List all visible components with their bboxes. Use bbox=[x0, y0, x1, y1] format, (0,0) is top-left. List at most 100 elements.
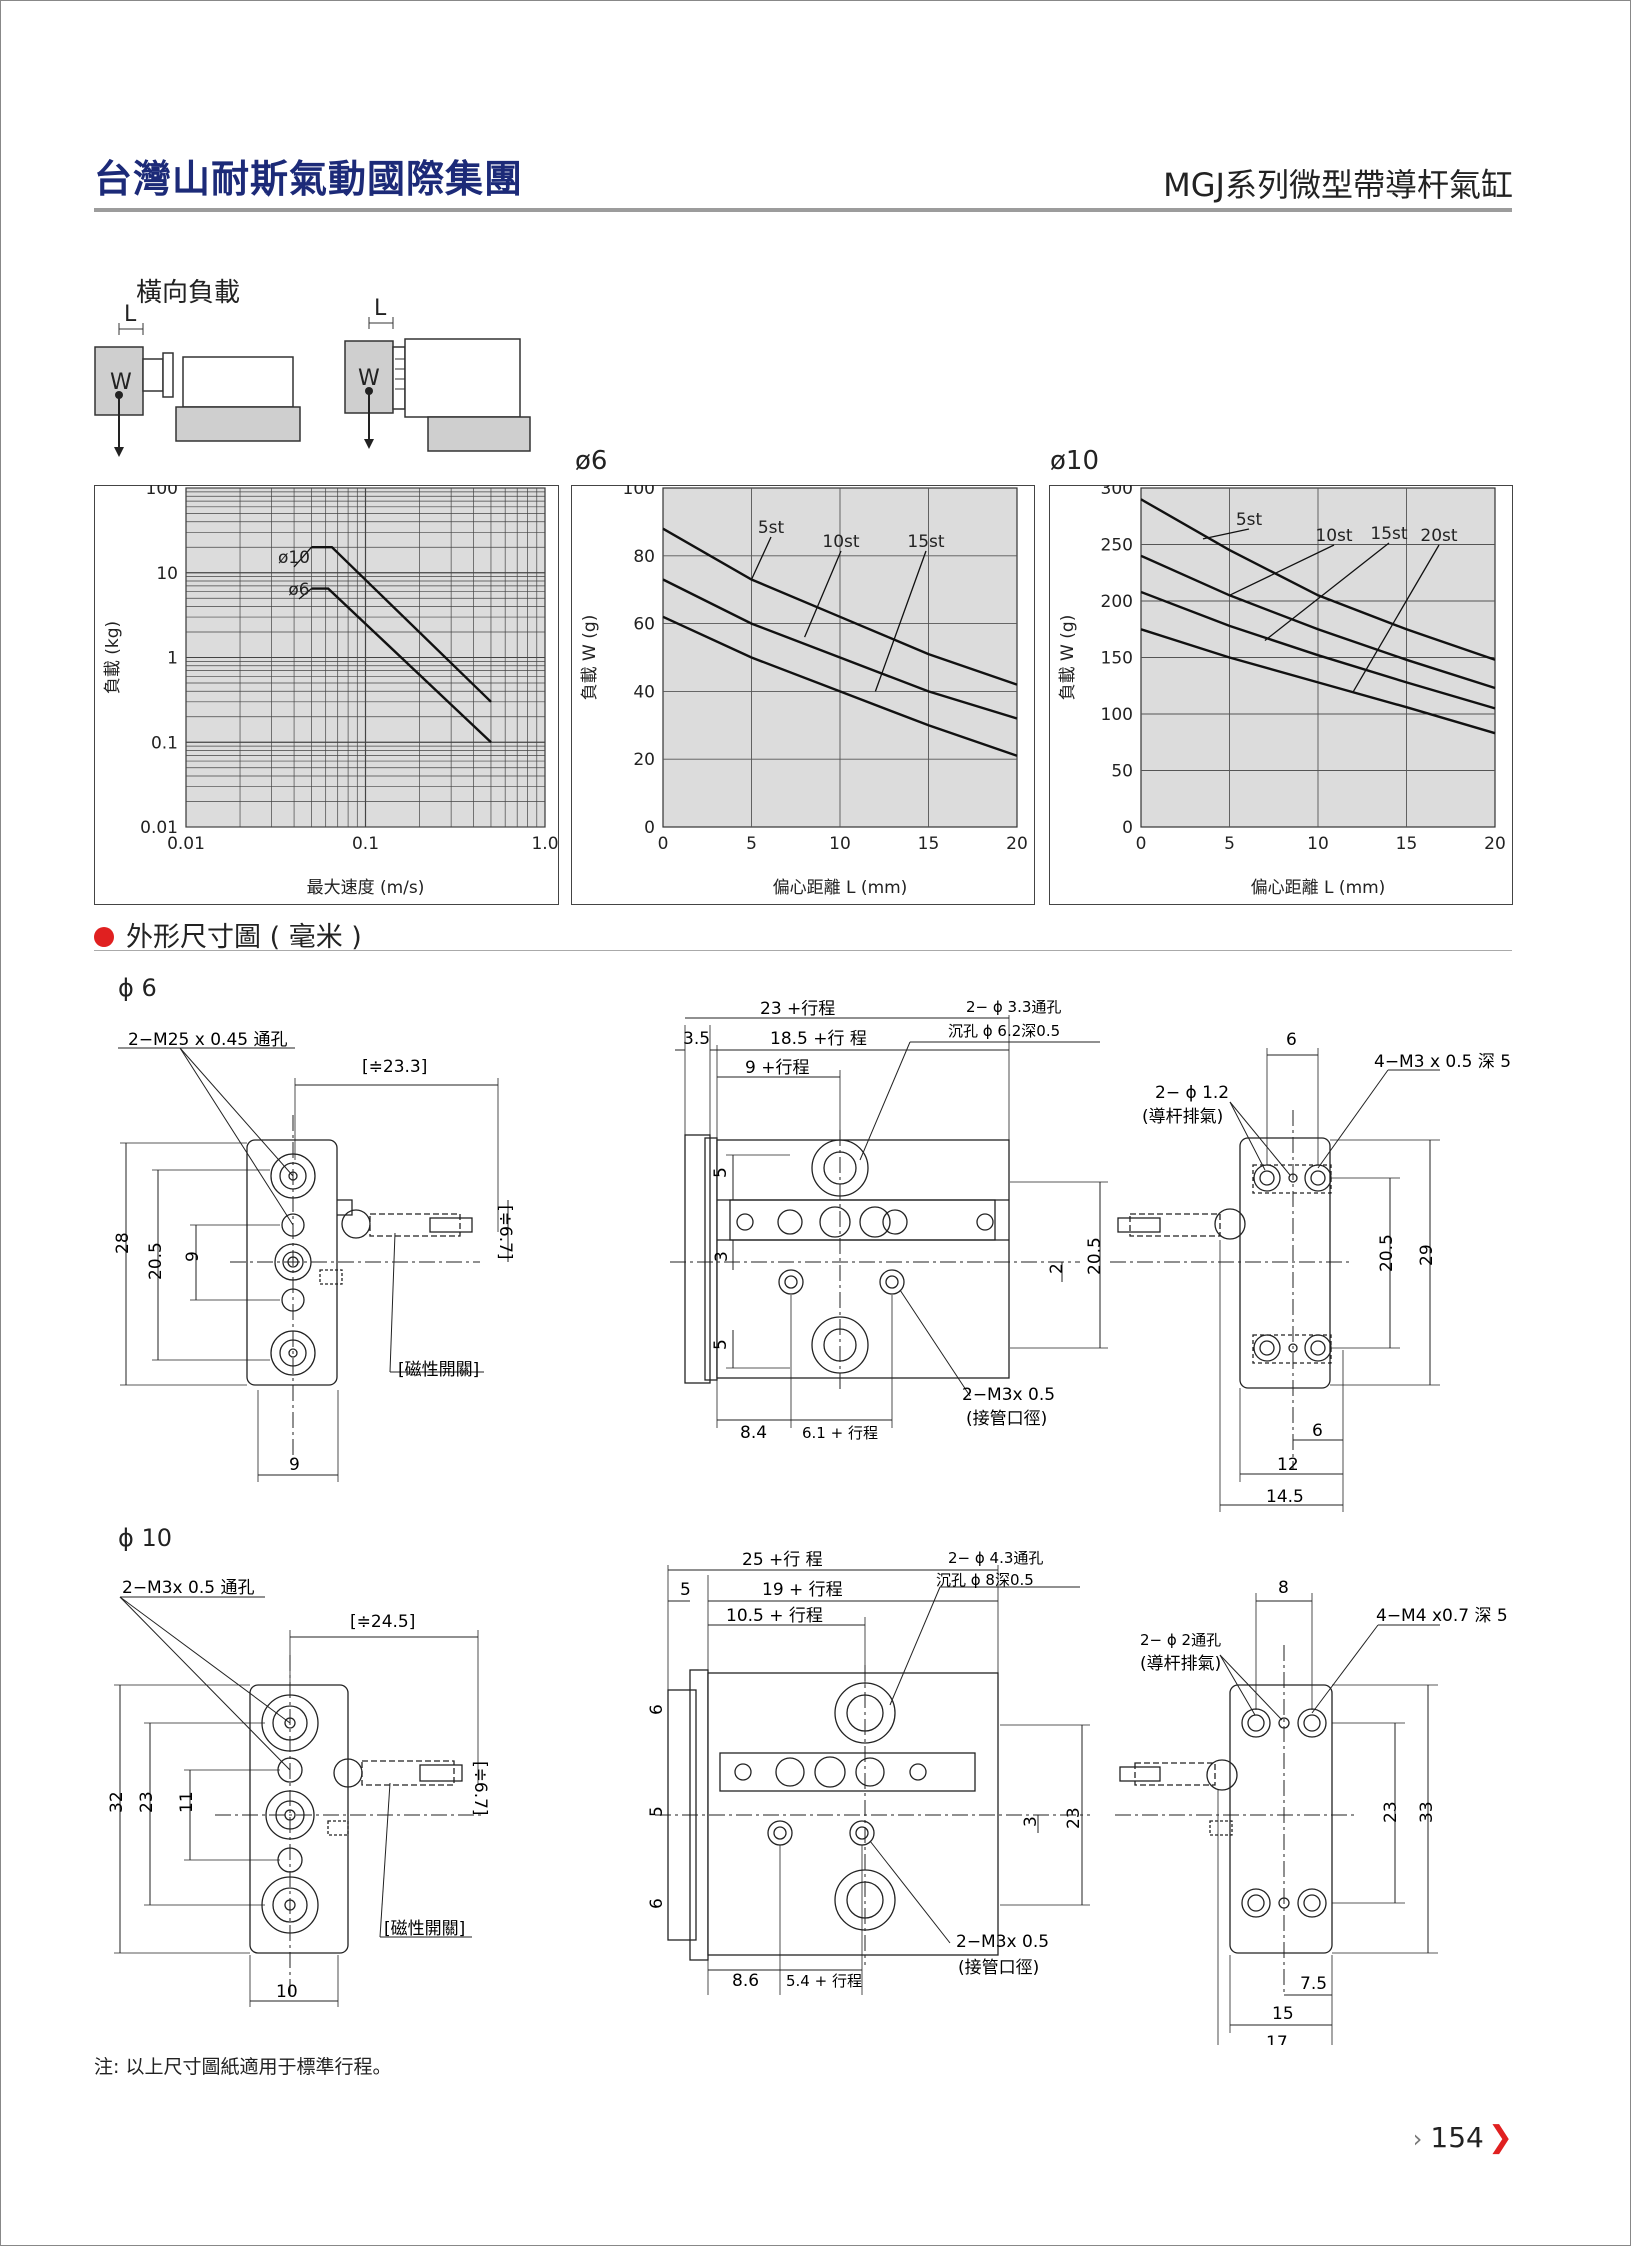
series-leader bbox=[750, 536, 772, 580]
phi10-left-hole-note: 2−M3x 0.5 通孔 bbox=[122, 1578, 254, 1598]
page-number: ›154❯ bbox=[1413, 2120, 1513, 2155]
phi10-heading: ϕ 10 bbox=[118, 1524, 172, 1552]
x-tick-label: 0.1 bbox=[352, 834, 379, 854]
phi10-right-dim-75: 7.5 bbox=[1300, 1974, 1327, 1994]
series-line-15st bbox=[1140, 590, 1496, 710]
series-leader bbox=[1352, 544, 1440, 692]
chart-label-phi10: ø10 bbox=[1050, 446, 1099, 476]
phi10-right-dim-33: 33 bbox=[1417, 1801, 1437, 1823]
series-label-15st: 15st bbox=[1370, 524, 1407, 544]
phi10-right-view bbox=[1115, 1593, 1440, 2045]
phi6-mid-dim-61: 6.1 + 行程 bbox=[802, 1424, 878, 1442]
series-leader bbox=[293, 546, 312, 568]
phi6-left-dim-67: [≑6.7] bbox=[495, 1205, 515, 1260]
phi10-right-dim-8: 8 bbox=[1278, 1578, 1289, 1598]
phi6-mid-dim-205: 20.5 bbox=[1085, 1237, 1105, 1275]
red-arrow-icon: ❯ bbox=[1487, 2120, 1513, 2155]
x-axis-label: 偏心距離 L (mm) bbox=[773, 878, 908, 898]
phi10-mid-dim-86: 8.6 bbox=[732, 1971, 759, 1991]
phi10-mid-hole-note1: 2− ϕ 4.3通孔 bbox=[948, 1549, 1043, 1567]
series-label-15st: 15st bbox=[907, 532, 944, 552]
company-title: 台灣山耐斯氣動國際集團 bbox=[94, 157, 524, 201]
phi6-right-dim-12: 12 bbox=[1277, 1455, 1299, 1475]
x-tick-label: 20 bbox=[1006, 834, 1028, 854]
x-tick-label: 0 bbox=[1136, 834, 1147, 854]
phi6-mid-dim-9: 9 +行程 bbox=[745, 1058, 809, 1078]
chart-label-phi6: ø6 bbox=[575, 446, 608, 476]
phi10-left-dim-11: 11 bbox=[177, 1791, 197, 1813]
series-label-ø6: ø6 bbox=[288, 580, 309, 600]
phi6-mid-port-note2: (接管口徑) bbox=[966, 1409, 1047, 1429]
phi10-left-view bbox=[114, 1596, 485, 2007]
chevron-right-icon: › bbox=[1412, 2125, 1423, 2153]
phi10-mid-port-note1: 2−M3x 0.5 bbox=[956, 1932, 1049, 1952]
x-tick-label: 1.0 bbox=[531, 834, 558, 854]
x-tick-label: 0 bbox=[658, 834, 669, 854]
phi6-left-view bbox=[118, 1047, 509, 1482]
y-axis-label: 負載 (kg) bbox=[103, 621, 123, 694]
series-label-ø10: ø10 bbox=[278, 548, 310, 568]
phi10-left-dim-10: 10 bbox=[276, 1982, 298, 2002]
x-tick-label: 0.01 bbox=[167, 834, 205, 854]
phi10-mid-dim-5m: 5 bbox=[647, 1806, 667, 1817]
phi6-mid-dim-top: 23 +行程 bbox=[760, 1000, 835, 1019]
phi6-mid-dim-5a: 5 bbox=[711, 1167, 731, 1178]
phi6-right-dim-6: 6 bbox=[1312, 1421, 1323, 1441]
x-tick-label: 15 bbox=[1396, 834, 1418, 854]
y-tick-label: 0.1 bbox=[151, 733, 178, 753]
phi6-right-dim-6top: 6 bbox=[1286, 1030, 1297, 1050]
series-label-10st: 10st bbox=[1315, 526, 1352, 546]
lateral-load-figure-2 bbox=[344, 317, 531, 452]
phi10-mid-dim-6b: 6 bbox=[647, 1898, 667, 1909]
y-tick-label: 100 bbox=[623, 485, 655, 499]
x-tick-label: 20 bbox=[1484, 834, 1506, 854]
phi6-right-vent-note2: (導杆排氣) bbox=[1142, 1107, 1223, 1127]
phi10-middle-view bbox=[655, 1565, 1090, 1995]
phi6-mid-dim-84: 8.4 bbox=[740, 1423, 767, 1443]
phi6-mid-hole-note2: 沉孔 ϕ 6.2深0.5 bbox=[948, 1022, 1060, 1040]
phi6-mid-hole-note1: 2− ϕ 3.3通孔 bbox=[966, 1000, 1061, 1016]
y-tick-label: 80 bbox=[633, 547, 655, 567]
phi10-mid-dim-5: 5 bbox=[680, 1580, 691, 1600]
y-tick-label: 0 bbox=[1122, 818, 1133, 838]
y-tick-label: 150 bbox=[1101, 649, 1133, 669]
x-tick-label: 15 bbox=[918, 834, 940, 854]
phi6-heading: ϕ 6 bbox=[118, 974, 157, 1002]
y-tick-label: 40 bbox=[633, 682, 655, 702]
x-axis-label: 偏心距離 L (mm) bbox=[1251, 878, 1386, 898]
series-title: MGJ系列微型帶導杆氣缸 bbox=[1163, 166, 1513, 204]
y-tick-label: 300 bbox=[1101, 485, 1133, 499]
lateral-load-figure-1 bbox=[94, 323, 301, 457]
series-line-15st bbox=[662, 615, 1018, 757]
phi6-left-hole-note: 2−M25 x 0.45 通孔 bbox=[128, 1030, 287, 1050]
y-tick-label: 0.01 bbox=[140, 818, 178, 838]
x-tick-label: 10 bbox=[829, 834, 851, 854]
phi10-mid-dim-6a: 6 bbox=[647, 1704, 667, 1715]
series-leader bbox=[1202, 528, 1250, 540]
phi6-mid-port-note1: 2−M3x 0.5 bbox=[962, 1385, 1055, 1405]
series-line-5st bbox=[662, 527, 1018, 686]
phi6-right-dim-29: 29 bbox=[1417, 1244, 1437, 1266]
phi6-left-dim-9v: 9 bbox=[183, 1251, 203, 1262]
phi6-left-dim-205: 20.5 bbox=[146, 1242, 166, 1280]
y-tick-label: 100 bbox=[1101, 705, 1133, 725]
phi6-mid-dim-5b: 5 bbox=[711, 1339, 731, 1350]
footer-note: 注: 以上尺寸圖紙適用于標準行程。 bbox=[94, 2056, 392, 2078]
series-line-5st bbox=[1140, 498, 1496, 661]
phi6-middle-view bbox=[670, 1015, 1108, 1428]
page-number-text: 154 bbox=[1430, 2121, 1484, 2154]
phi10-right-vent-note2: (導杆排氣) bbox=[1140, 1654, 1221, 1674]
series-leader bbox=[874, 550, 927, 692]
y-tick-label: 200 bbox=[1101, 592, 1133, 612]
phi6-left-switch: [磁性開關] bbox=[398, 1360, 479, 1380]
l-label-2: L bbox=[374, 296, 387, 321]
y-axis-label: 負載 W (g) bbox=[1058, 615, 1078, 701]
section-divider bbox=[94, 950, 1512, 951]
y-axis-label: 負載 W (g) bbox=[580, 615, 600, 701]
y-tick-label: 60 bbox=[633, 615, 655, 635]
series-line-ø10 bbox=[311, 546, 492, 703]
phi10-left-dim-245: [≑24.5] bbox=[350, 1612, 415, 1632]
lateral-load-title: 橫向負載 bbox=[136, 278, 241, 308]
